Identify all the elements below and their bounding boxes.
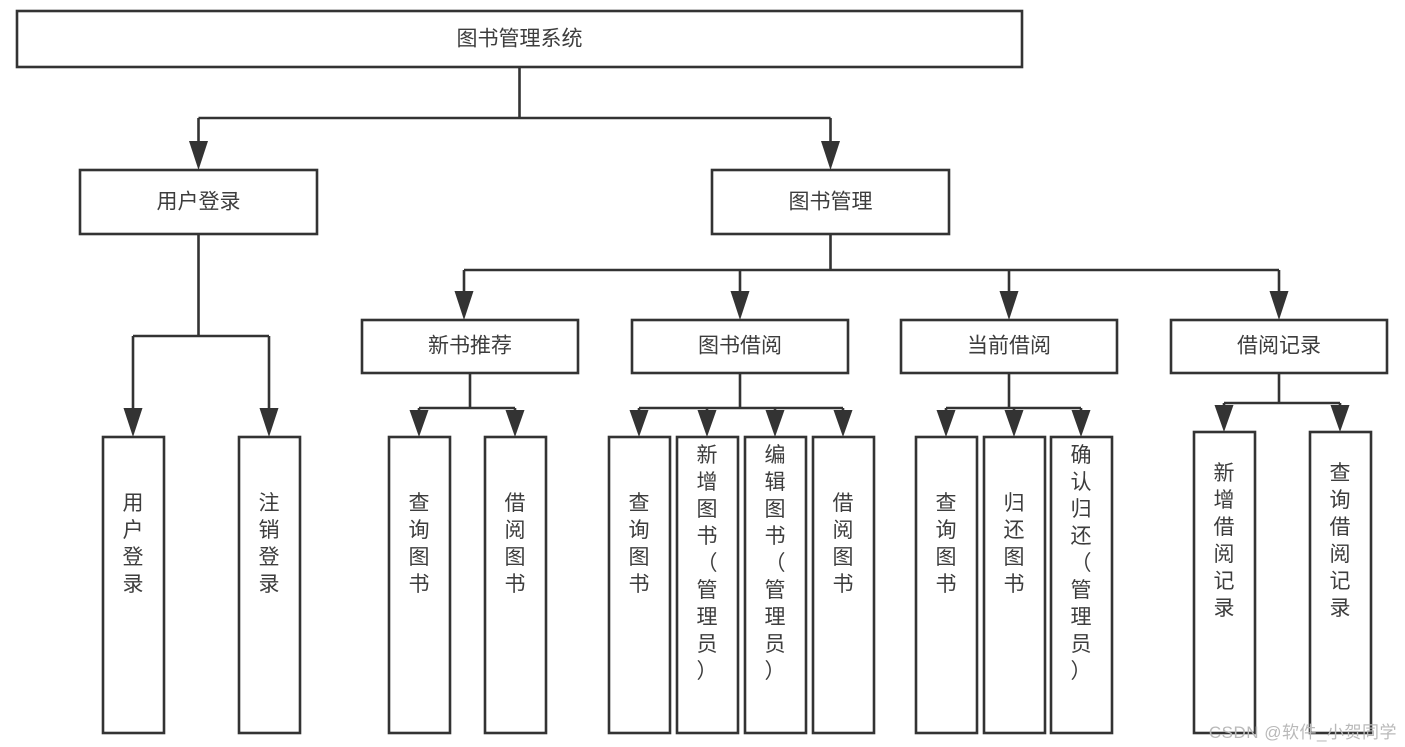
node-leaf-query-book-3-box[interactable]	[914, 435, 979, 735]
arrow-head-new-book-recommend	[454, 291, 474, 320]
node-leaf-add-book[interactable]: 新增图书（管理员）	[675, 435, 740, 735]
node-root[interactable]: 图书管理系统	[15, 9, 1024, 69]
node-leaf-query-book-1[interactable]: 查询图书	[387, 435, 452, 735]
node-leaf-user-logout[interactable]: 注销登录	[237, 435, 302, 735]
node-leaf-edit-book-label: 编辑图书（管理员）	[765, 444, 786, 683]
node-leaf-borrow-book-1-label: 借阅图书	[505, 492, 526, 596]
node-leaf-query-record-box[interactable]	[1308, 430, 1373, 735]
arrow-head-book-borrow	[730, 291, 750, 320]
arrow-head-leaf-edit-book	[765, 410, 785, 437]
node-root-label: 图书管理系统	[457, 28, 583, 51]
node-borrow-record[interactable]: 借阅记录	[1169, 318, 1389, 375]
arrow-head-leaf-user-logout	[259, 408, 279, 437]
node-leaf-query-book-2-box[interactable]	[607, 435, 672, 735]
arrow-head-leaf-add-book	[697, 410, 717, 437]
arrow-head-book-management	[821, 141, 840, 170]
node-root-box[interactable]	[15, 9, 1024, 69]
watermark-label: CSDN @软件_小贺同学	[1208, 723, 1397, 742]
node-book-borrow-label: 图书借阅	[698, 335, 782, 358]
arrow-head-leaf-return-book	[1004, 410, 1024, 437]
node-leaf-query-book-3[interactable]: 查询图书	[914, 435, 979, 735]
node-borrow-record-box[interactable]	[1169, 318, 1389, 375]
node-leaf-add-record-label: 新增借阅记录	[1214, 462, 1235, 620]
node-leaf-user-login-box[interactable]	[101, 435, 166, 735]
node-leaf-borrow-book-1-box[interactable]	[483, 435, 548, 735]
node-user-login[interactable]: 用户登录	[78, 168, 319, 236]
node-leaf-confirm-return-box[interactable]	[1049, 435, 1114, 735]
arrow-head-leaf-borrow-book-2	[833, 410, 853, 437]
node-book-borrow[interactable]: 图书借阅	[630, 318, 850, 375]
node-book-management-box[interactable]	[710, 168, 951, 236]
node-leaf-query-book-2-label: 查询图书	[629, 492, 650, 596]
node-new-book-recommend[interactable]: 新书推荐	[360, 318, 580, 375]
node-leaf-query-book-2[interactable]: 查询图书	[607, 435, 672, 735]
node-leaf-return-book[interactable]: 归还图书	[982, 435, 1047, 735]
node-leaf-user-login[interactable]: 用户登录	[101, 435, 166, 735]
node-user-login-label: 用户登录	[157, 191, 241, 214]
node-book-borrow-box[interactable]	[630, 318, 850, 375]
arrow-head-leaf-query-book-3	[936, 410, 956, 437]
node-leaf-borrow-book-2[interactable]: 借阅图书	[811, 435, 876, 735]
node-leaf-user-login-label: 用户登录	[123, 492, 144, 596]
node-book-management-label: 图书管理	[789, 191, 873, 214]
node-leaf-borrow-book-2-label: 借阅图书	[833, 492, 854, 596]
node-new-book-recommend-box[interactable]	[360, 318, 580, 375]
node-current-borrow-label: 当前借阅	[967, 335, 1051, 358]
node-leaf-confirm-return[interactable]: 确认归还（管理员）	[1049, 435, 1114, 735]
node-leaf-user-logout-label: 注销登录	[259, 492, 280, 596]
node-leaf-add-book-box[interactable]	[675, 435, 740, 735]
node-current-borrow[interactable]: 当前借阅	[899, 318, 1119, 375]
node-leaf-query-record-label: 查询借阅记录	[1330, 462, 1351, 620]
node-borrow-record-label: 借阅记录	[1237, 335, 1321, 358]
node-leaf-borrow-book-1[interactable]: 借阅图书	[483, 435, 548, 735]
arrow-head-leaf-add-record	[1214, 405, 1234, 432]
node-leaf-user-logout-box[interactable]	[237, 435, 302, 735]
node-new-book-recommend-label: 新书推荐	[428, 335, 512, 358]
node-current-borrow-box[interactable]	[899, 318, 1119, 375]
node-leaf-query-book-1-box[interactable]	[387, 435, 452, 735]
arrow-head-leaf-query-book-2	[629, 410, 649, 437]
node-leaf-return-book-box[interactable]	[982, 435, 1047, 735]
connector-layer	[123, 67, 1350, 437]
arrow-head-borrow-record	[1269, 291, 1289, 320]
node-leaf-borrow-book-2-box[interactable]	[811, 435, 876, 735]
node-leaf-edit-book-box[interactable]	[743, 435, 808, 735]
arrow-head-leaf-user-login	[123, 408, 143, 437]
node-leaf-add-record-box[interactable]	[1192, 430, 1257, 735]
node-book-management[interactable]: 图书管理	[710, 168, 951, 236]
arrow-head-current-borrow	[999, 291, 1019, 320]
arrow-head-leaf-borrow-book-1	[505, 410, 525, 437]
node-leaf-edit-book[interactable]: 编辑图书（管理员）	[743, 435, 808, 735]
node-leaf-add-record[interactable]: 新增借阅记录	[1192, 430, 1257, 735]
arrow-head-leaf-confirm-return	[1071, 410, 1091, 437]
node-leaf-return-book-label: 归还图书	[1004, 492, 1025, 596]
node-leaf-query-book-1-label: 查询图书	[409, 492, 430, 596]
node-leaf-query-book-3-label: 查询图书	[936, 492, 957, 596]
node-leaf-confirm-return-label: 确认归还（管理员）	[1071, 444, 1092, 683]
arrow-head-leaf-query-book-1	[409, 410, 429, 437]
node-user-login-box[interactable]	[78, 168, 319, 236]
arrow-head-user-login	[189, 141, 208, 170]
node-leaf-add-book-label: 新增图书（管理员）	[697, 444, 718, 683]
arrow-head-leaf-query-record	[1330, 405, 1350, 432]
node-leaf-query-record[interactable]: 查询借阅记录	[1308, 430, 1373, 735]
